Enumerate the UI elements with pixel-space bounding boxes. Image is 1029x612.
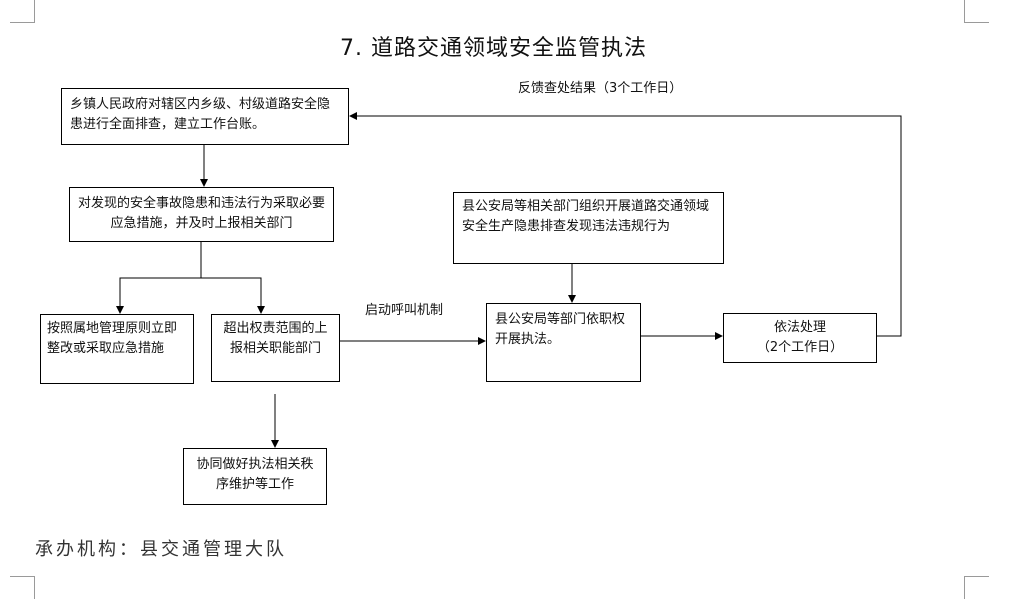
crop-mark-bottom-right bbox=[964, 576, 989, 599]
page-title: 7. 道路交通领域安全监管执法 bbox=[340, 36, 647, 61]
emergency-measures-box: 对发现的安全事故隐患和违法行为采取必要应急措施，并及时上报相关部门 bbox=[69, 187, 334, 242]
arrow-to-rectify bbox=[116, 242, 202, 314]
rectify-box: 按照属地管理原则立即整改或采取应急措施 bbox=[40, 314, 194, 384]
crop-mark-bottom-left bbox=[10, 576, 35, 599]
legal-handling-box: 依法处理 （2个工作日） bbox=[723, 313, 877, 363]
organizer-footer: 承办机构：县交通管理大队 bbox=[35, 539, 287, 560]
legal-handling-days: （2个工作日） bbox=[756, 340, 844, 355]
arrow-to-report bbox=[201, 277, 265, 314]
legal-handling-title: 依法处理 bbox=[773, 320, 826, 335]
feedback-label: 反馈查处结果（3个工作日） bbox=[518, 81, 683, 96]
crop-mark-top-left bbox=[10, 0, 35, 23]
police-organize-box: 县公安局等相关部门组织开展道路交通领域安全生产隐患排查发现违法违规行为 bbox=[453, 192, 724, 264]
callout-label: 启动呼叫机制 bbox=[365, 303, 444, 318]
police-enforce-box: 县公安局等部门依职权开展执法。 bbox=[486, 303, 641, 382]
cooperate-box: 协同做好执法相关秩序维护等工作 bbox=[183, 448, 327, 505]
report-department-box: 超出权责范围的上报相关职能部门 bbox=[211, 314, 340, 382]
crop-mark-top-right bbox=[964, 0, 989, 23]
township-inspection-box: 乡镇人民政府对辖区内乡级、村级道路安全隐患进行全面排查，建立工作台账。 bbox=[61, 88, 349, 145]
arrow-feedback-loop bbox=[349, 112, 902, 337]
